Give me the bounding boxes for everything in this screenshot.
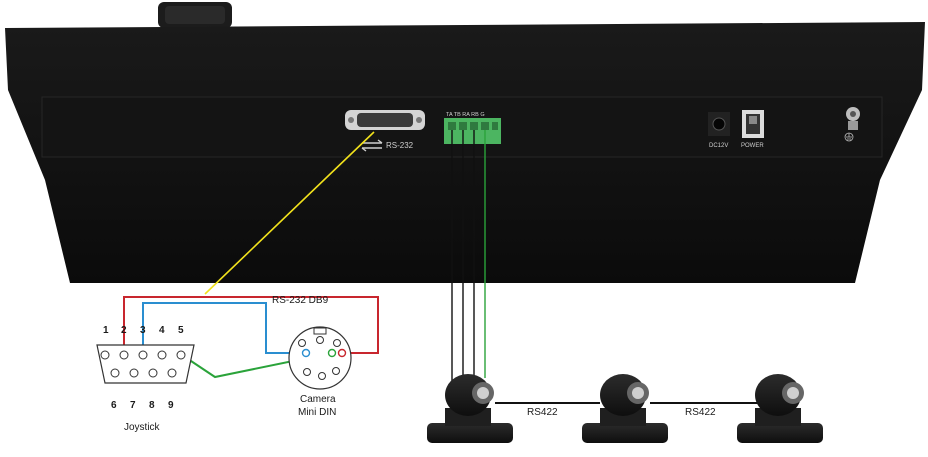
db9-pin-label: 1 — [103, 325, 109, 336]
rs232-port-label: RS-232 — [386, 141, 414, 150]
ptz-camera — [737, 374, 823, 443]
ground-screw — [846, 107, 860, 130]
ground-icon — [844, 132, 854, 142]
rs422-terminal-block — [444, 118, 501, 144]
power-label: POWER — [741, 143, 764, 149]
dc-jack — [708, 112, 730, 136]
db9-pin-label: 5 — [178, 325, 184, 336]
rs232-cable-line — [204, 131, 375, 295]
ptz-camera — [582, 374, 668, 443]
camera-label: Mini DIN — [298, 407, 336, 418]
red-wire — [123, 296, 379, 354]
rs422-wires — [451, 130, 486, 390]
terminal-label: TA TB RA RB G — [446, 112, 485, 118]
bidirectional-arrow-icon — [361, 139, 383, 152]
db9-pin-label: 8 — [149, 400, 155, 411]
rs422-label: RS422 — [527, 407, 558, 418]
db9-pin-label: 2 — [121, 325, 127, 336]
joystick-knob — [158, 2, 232, 28]
joystick-label: Joystick — [124, 422, 161, 433]
db9-title: RS-232 DB9 — [272, 295, 329, 306]
db9-pin-label: 9 — [168, 400, 174, 411]
db9-connector — [96, 344, 195, 384]
db9-pin-label: 4 — [159, 325, 165, 336]
camera-label: Camera — [300, 394, 336, 405]
rs422-label: RS422 — [685, 407, 716, 418]
power-switch — [742, 110, 764, 138]
db9-pin-label: 6 — [111, 400, 117, 411]
ptz-camera — [427, 374, 513, 443]
dc-label: DC12V — [709, 143, 728, 149]
rs232-port — [345, 110, 425, 152]
db9-pin-label: 7 — [130, 400, 136, 411]
controller-body — [5, 22, 925, 283]
db9-pin-label: 3 — [140, 325, 146, 336]
blue-wire — [142, 302, 306, 354]
mini-din-connector — [288, 326, 352, 390]
